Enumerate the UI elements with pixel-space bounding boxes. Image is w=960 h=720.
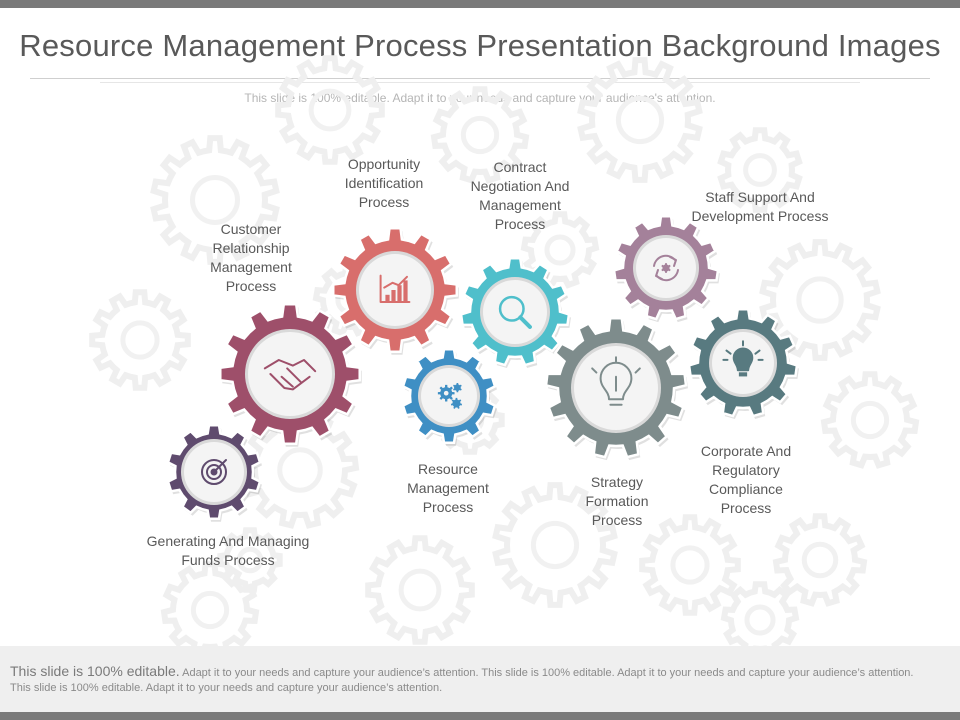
gear-diagram [89,55,920,646]
background-gear-hub [615,95,665,145]
background-gear [217,527,283,593]
footer-body: Adapt it to your needs and capture your … [10,667,914,694]
background-gear [720,581,800,646]
gears-icon [437,383,463,409]
background-gear [150,135,280,265]
gear-resource [401,348,497,446]
gear-label-strategy: Strategy Formation Process [585,474,649,528]
background-gear-hub [850,400,890,440]
slide-title: Resource Management Process Presentation… [19,28,941,63]
background-gear [430,86,530,184]
background-gear [577,57,703,183]
background-gear [520,211,600,289]
background-gear-hub [801,541,839,579]
background-gear [759,239,881,361]
footer-lead: This slide is 100% editable. [10,663,180,679]
footer-text: This slide is 100% editable. Adapt it to… [10,664,930,696]
gear-label-compliance: Corporate And Regulatory Compliance Proc… [700,443,792,516]
background-gear-hub [460,115,500,155]
magnifier-icon [498,295,532,329]
background-gear-hub [190,590,230,630]
handshake-icon [263,359,317,391]
top-bar [0,0,960,8]
background-gear [820,371,920,469]
background-gear-hub [308,88,352,132]
background-gear [772,513,868,607]
bar-chart-icon [379,274,411,303]
background-gear [639,514,741,616]
idea-bulb-icon [722,340,764,377]
gear-hub [483,280,547,344]
gear-hub [248,332,332,416]
gear-label-contract: Contract Negotiation And Management Proc… [470,159,570,232]
background-gear [160,561,260,646]
background-gear-hub [190,175,240,225]
background-gear-hub [670,545,710,585]
lightbulb-icon [591,356,641,406]
background-gear-hub [120,320,160,360]
gear-label-opportunity: Opportunity Identification Process [344,156,424,210]
background-gear-hub [744,604,776,636]
gear-label-staff: Staff Support And Development Process [691,189,829,224]
background-gears [89,55,920,646]
gear-opportunity [332,227,459,355]
footer-panel: This slide is 100% editable. Adapt it to… [0,646,960,712]
background-gear [492,482,618,608]
gear-label-resource: Resource Management Process [407,461,489,515]
background-gear-hub [277,447,323,493]
background-gear [365,535,475,645]
gear-strategy [544,316,688,461]
gear-label-funds: Generating And Managing Funds Process [146,533,310,568]
target-icon [201,459,227,485]
refresh-icon [653,254,679,282]
gear-compliance [687,308,799,420]
gear-funds [166,424,262,522]
background-gear [717,127,803,213]
background-gear-hub [398,568,442,612]
title-divider [30,78,930,79]
background-gear-hub [743,153,777,187]
gear-label-crm: Customer Relationship Management Process [210,221,292,294]
gear-crm [219,303,362,447]
background-gear-hub [796,276,844,324]
background-gear [89,289,191,391]
process-gears [166,214,799,522]
bottom-bar [0,712,960,720]
background-gear-hub [544,234,576,266]
gear-staff [612,214,720,323]
title-divider-secondary [100,82,860,83]
gear-contract [459,257,571,369]
background-gear-hub [530,520,580,570]
background-gear [275,55,385,165]
background-gear-hub [236,546,264,574]
